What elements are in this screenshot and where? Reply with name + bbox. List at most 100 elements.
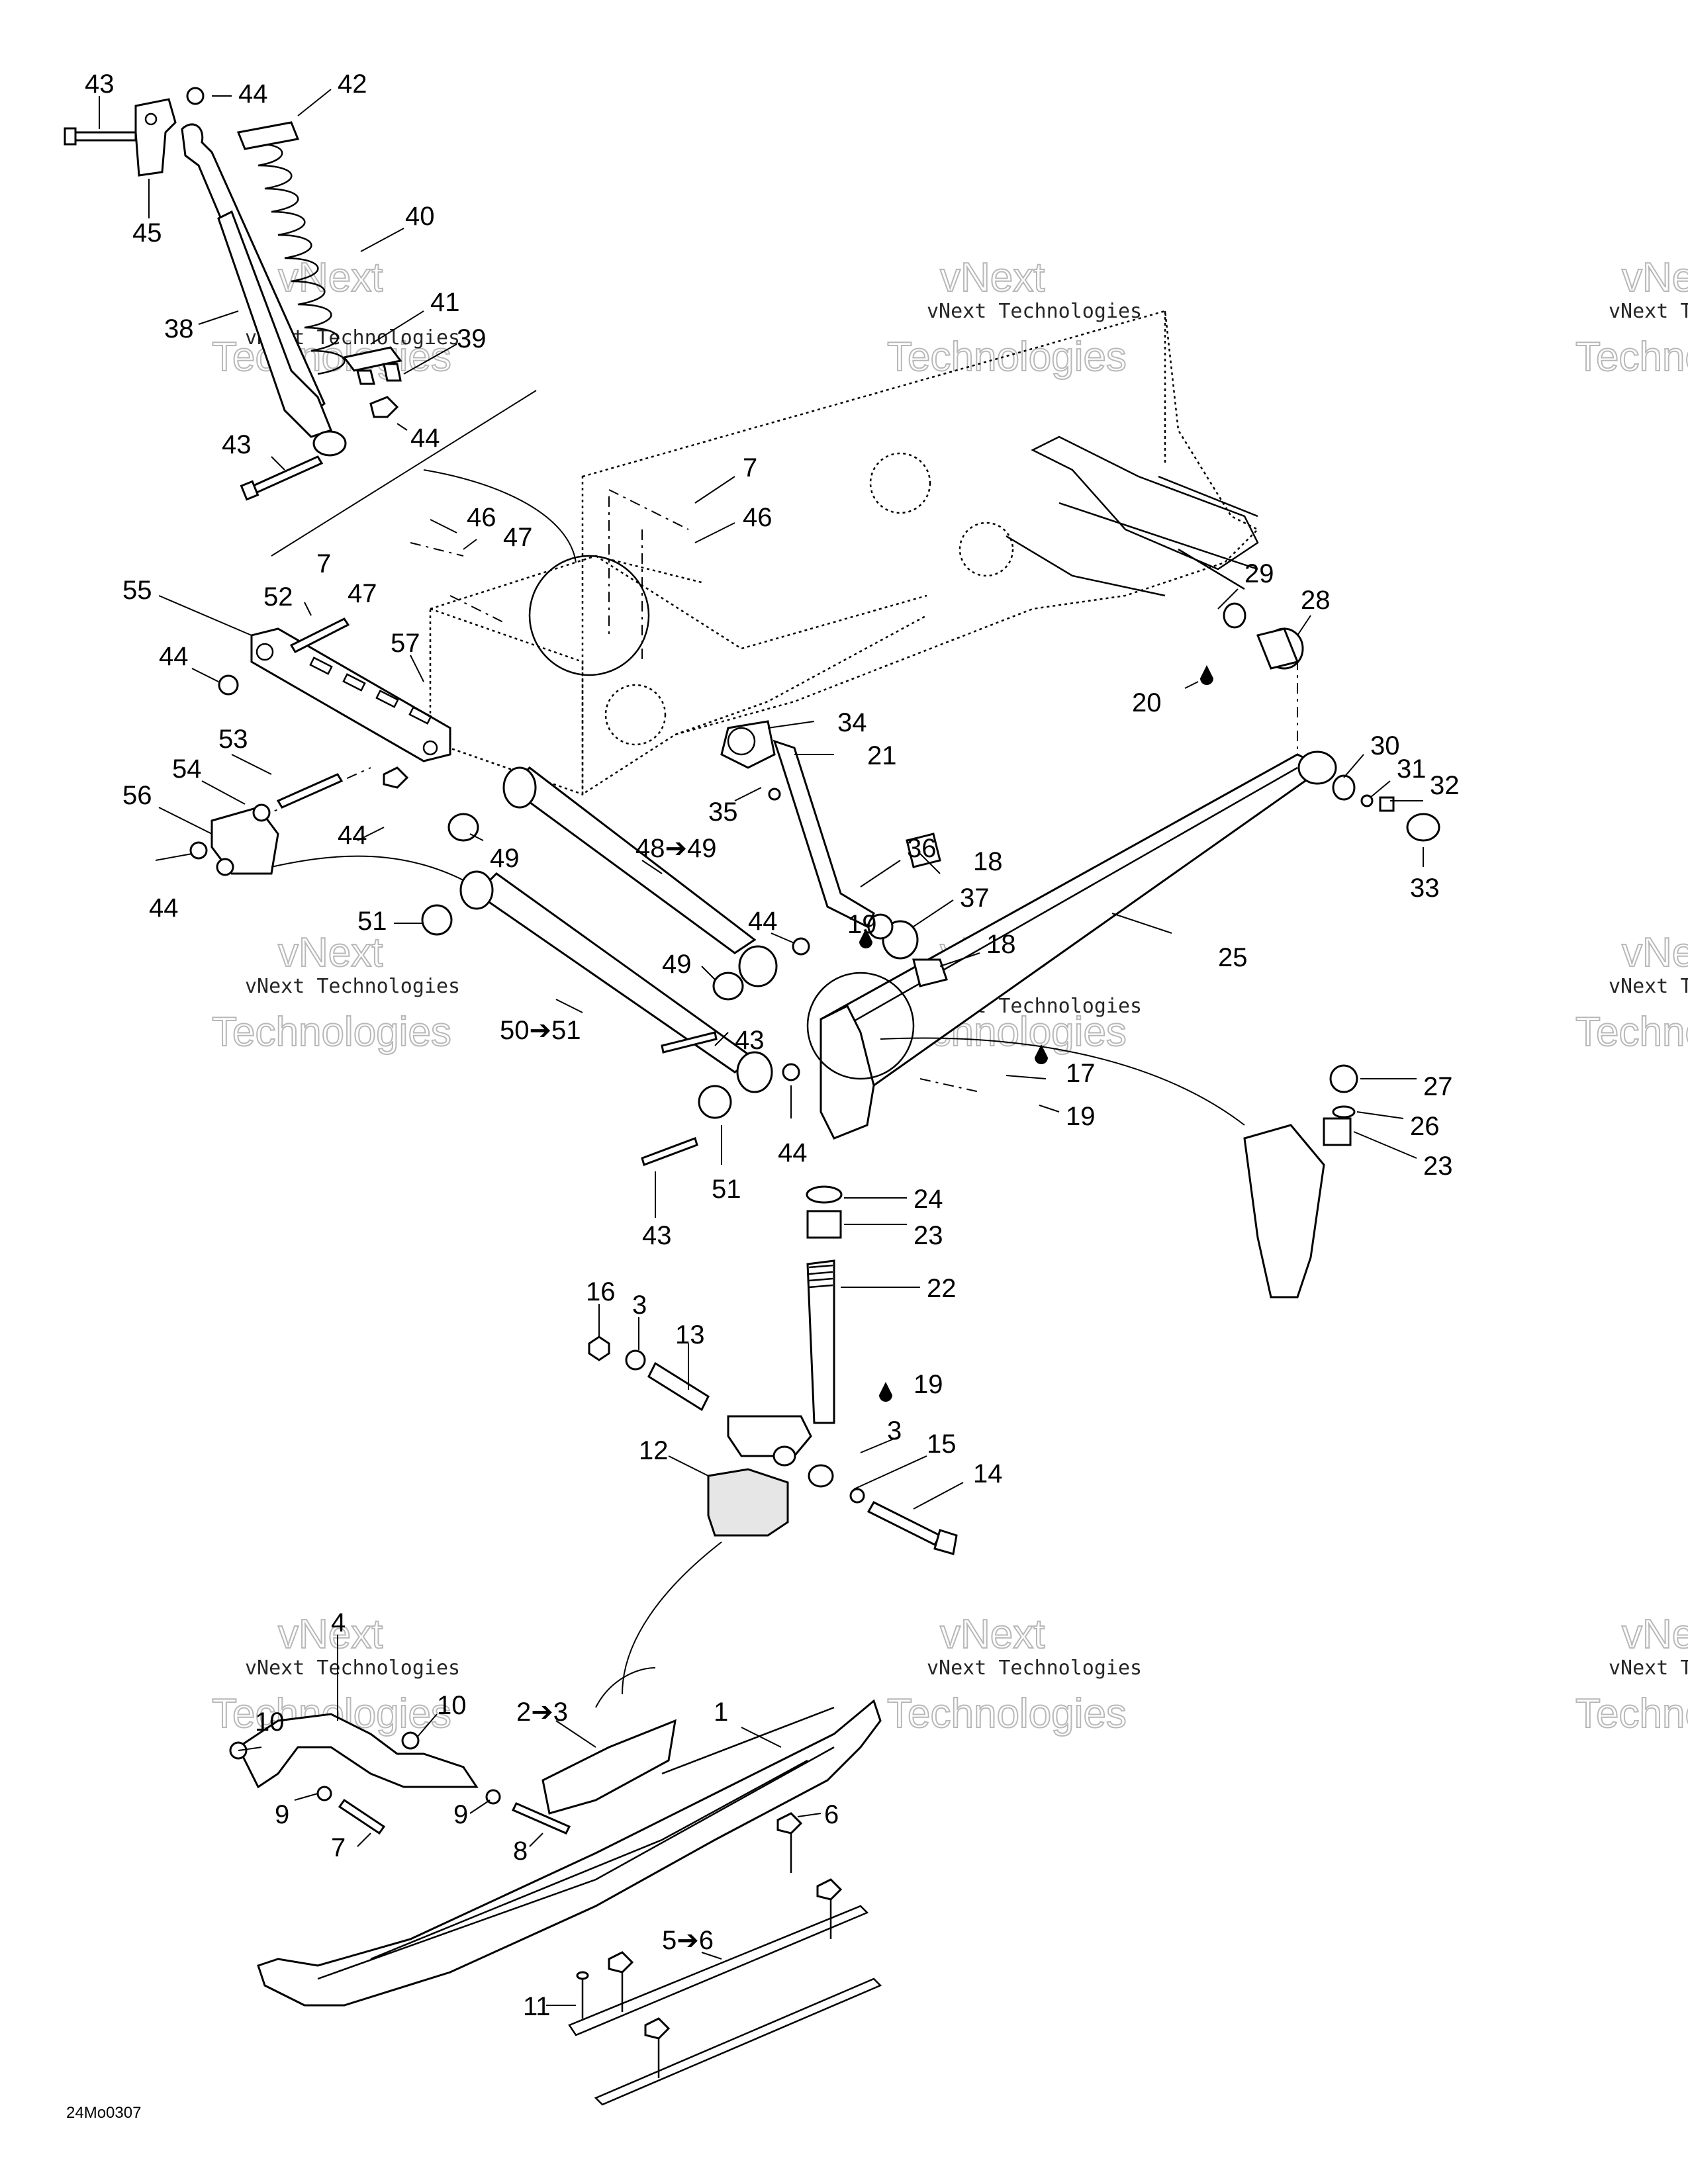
watermark: vNext Technologies vNext Technologies [1575, 1611, 1688, 1737]
callout-43: 43 [735, 1026, 765, 1055]
shock-absorber-group [64, 87, 402, 501]
callout-44: 44 [778, 1138, 808, 1167]
callout-19: 19 [1066, 1102, 1096, 1131]
callout-33: 33 [1410, 874, 1440, 903]
callout-47: 47 [503, 523, 533, 552]
ski-group [229, 1667, 882, 2106]
spindle-hardware [588, 1336, 958, 1555]
grease-drop-icon [859, 929, 872, 948]
callout-32: 32 [1430, 771, 1460, 800]
spindle-22 [727, 1185, 843, 1457]
callout-49: 49 [490, 844, 520, 873]
watermark-text: vNext Technologies [245, 975, 460, 998]
watermark-text: Technologies [212, 334, 451, 380]
watermark-text: vNext [1622, 255, 1688, 300]
callout-18: 18 [986, 930, 1016, 959]
callout-24: 24 [914, 1185, 943, 1214]
a-arm-upper [447, 766, 810, 1001]
callout-25: 25 [1218, 943, 1248, 972]
callout-20: 20 [1132, 688, 1162, 717]
leader-lines [99, 89, 1424, 2006]
watermark-text: vNext Technologies [927, 300, 1142, 323]
callout-10: 10 [437, 1691, 467, 1720]
callout-23: 23 [914, 1221, 943, 1250]
callout-4: 4 [331, 1608, 346, 1637]
watermark-text: vNext [278, 930, 383, 976]
callout-7: 7 [331, 1833, 346, 1862]
callout-52: 52 [263, 582, 293, 612]
callout-48-49: 48➔49 [635, 834, 717, 863]
callout-46: 46 [743, 503, 773, 532]
grease-drop-markers [859, 665, 1213, 1402]
callout-1: 1 [714, 1698, 728, 1727]
callout-14: 14 [973, 1459, 1003, 1488]
watermark-text: vNext [1622, 1612, 1688, 1657]
callout-19: 19 [914, 1370, 943, 1399]
callout-30: 30 [1370, 731, 1400, 760]
callout-9: 9 [453, 1800, 468, 1829]
callout-47: 47 [348, 579, 377, 608]
callout-27: 27 [1423, 1072, 1453, 1101]
watermark-text: vNext [940, 1612, 1045, 1657]
callout-12: 12 [639, 1436, 669, 1465]
callout-53: 53 [218, 725, 248, 754]
callout-57: 57 [391, 629, 420, 658]
callout-39: 39 [457, 324, 487, 353]
spindle-detail-view [1243, 1064, 1358, 1298]
callout-51: 51 [357, 907, 387, 936]
callout-10: 10 [255, 1707, 285, 1737]
trailing-arm [806, 751, 1337, 1140]
callout-labels: 43 44 42 45 40 38 41 39 43 44 7 46 47 46… [85, 69, 1460, 2021]
grease-drop-icon [1200, 665, 1213, 685]
callout-15: 15 [927, 1430, 957, 1459]
callout-50-51: 50➔51 [500, 1016, 581, 1045]
callout-2-3: 2➔3 [516, 1698, 568, 1727]
detail-callout [271, 390, 650, 676]
watermark-text: vNext Technologies [245, 1657, 460, 1680]
callout-6: 6 [824, 1800, 839, 1829]
steering-arm-group [720, 720, 948, 987]
callout-34: 34 [837, 708, 867, 737]
callout-49: 49 [662, 950, 692, 979]
callout-45: 45 [132, 218, 162, 248]
callout-44: 44 [159, 642, 189, 671]
watermark-text: Technologies [1575, 334, 1688, 380]
watermark-text: Technologies [212, 1009, 451, 1055]
grease-drop-icon [879, 1382, 892, 1402]
coil-spring [244, 143, 346, 375]
callout-43: 43 [642, 1221, 672, 1250]
watermark-text: Technologies [887, 1691, 1127, 1737]
callout-8: 8 [513, 1837, 528, 1866]
watermark: vNext Technologies vNext Technologies [886, 1611, 1142, 1737]
callout-16: 16 [586, 1277, 616, 1306]
callout-38: 38 [164, 314, 194, 343]
callout-21: 21 [867, 741, 897, 770]
chassis-frame-reference [429, 310, 1260, 796]
callout-56: 56 [122, 781, 152, 810]
watermark-text: Technologies [1575, 1009, 1688, 1055]
watermark-text: Technologies [1575, 1691, 1688, 1737]
watermark-text: vNext [278, 1612, 383, 1657]
callout-44: 44 [410, 424, 440, 453]
callout-51: 51 [712, 1175, 741, 1204]
callout-3: 3 [887, 1416, 902, 1445]
watermark: vNext Technologies vNext Technologies [1575, 254, 1688, 381]
drawing-code: 24Mo0307 [66, 2104, 141, 2122]
callout-42: 42 [338, 69, 367, 99]
callout-22: 22 [927, 1274, 957, 1303]
a-arm-lower [421, 870, 800, 1166]
watermark-text: Technologies [887, 334, 1127, 380]
bushing-group [1223, 602, 1440, 842]
callout-44: 44 [238, 79, 268, 109]
callout-19: 19 [847, 910, 877, 939]
callout-37: 37 [960, 884, 990, 913]
callout-29: 29 [1244, 559, 1274, 588]
callout-43: 43 [85, 69, 115, 99]
watermark-text: vNext Technologies [927, 1657, 1142, 1680]
callout-40: 40 [405, 202, 435, 231]
watermark-text: vNext Technologies [1609, 975, 1688, 998]
callout-17: 17 [1066, 1059, 1096, 1088]
callout-18: 18 [973, 847, 1003, 876]
grease-drop-icon [1035, 1044, 1048, 1064]
